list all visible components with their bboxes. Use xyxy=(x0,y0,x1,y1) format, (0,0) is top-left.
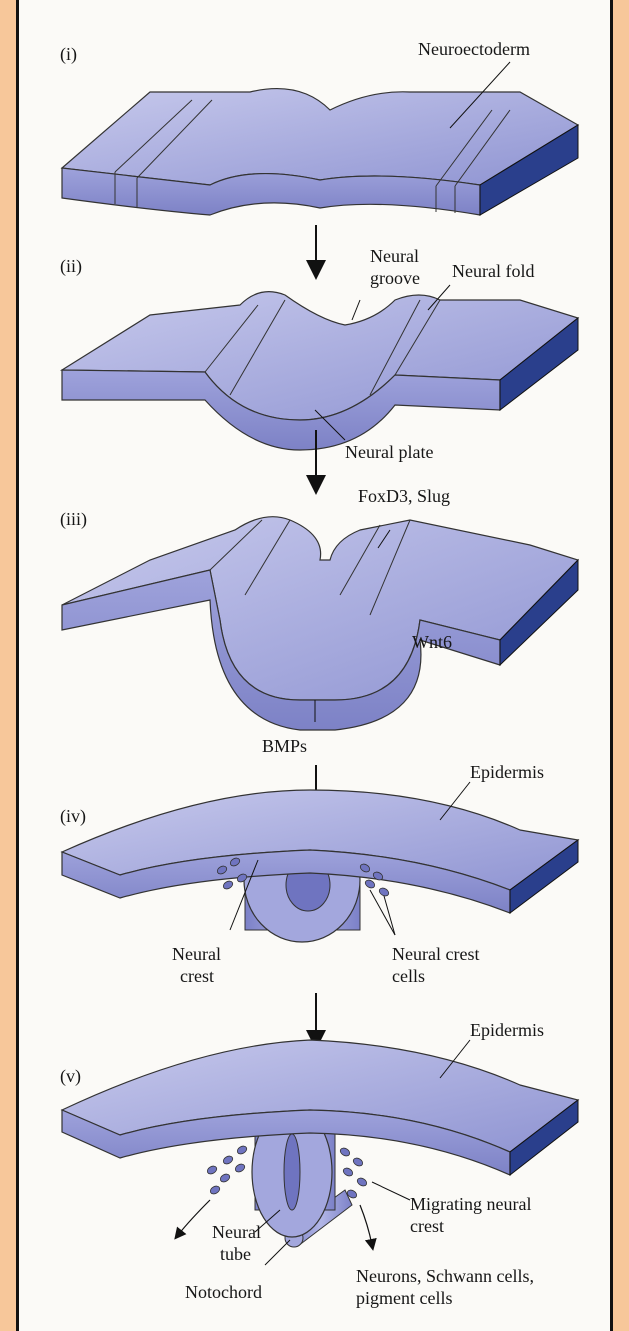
label-neural-crest-cells-2: cells xyxy=(392,966,425,986)
neuroectoderm-top xyxy=(62,89,578,185)
label-neural-fold: Neural fold xyxy=(452,261,534,281)
label-foxd3-slug: FoxD3, Slug xyxy=(358,486,450,506)
label-neural-crest-2: crest xyxy=(180,966,214,986)
stage-iv-numeral: (iv) xyxy=(60,806,86,827)
migration-arrow-down xyxy=(360,1205,372,1245)
label-migrating-neural-crest-2: crest xyxy=(410,1216,444,1236)
stage-iv: (iv) Epidermis Neural crest Neural crest… xyxy=(60,762,578,986)
label-bmps: BMPs xyxy=(262,736,307,756)
label-neural-tube-2: tube xyxy=(220,1244,251,1264)
label-notochord: Notochord xyxy=(185,1282,262,1302)
label-wnt6: Wnt6 xyxy=(412,632,452,652)
label-migrating-neural-crest-1: Migrating neural xyxy=(410,1194,531,1214)
label-derivatives-1: Neurons, Schwann cells, xyxy=(356,1266,534,1286)
label-neural-groove-1: Neural xyxy=(370,246,419,266)
migration-arrow-left xyxy=(178,1200,210,1235)
stage-iii-numeral: (iii) xyxy=(60,509,87,530)
label-neural-groove-2: groove xyxy=(370,268,420,288)
label-neural-plate: Neural plate xyxy=(345,442,433,462)
stage-ii: (ii) Neural groove Neural fold Neural pl… xyxy=(60,246,578,462)
label-derivatives-2: pigment cells xyxy=(356,1288,452,1308)
stage-iii: (iii) FoxD3, Slug Wnt6 BMPs xyxy=(60,486,578,756)
label-neuroectoderm: Neuroectoderm xyxy=(418,39,530,59)
stage-v-numeral: (v) xyxy=(60,1066,81,1087)
label-epidermis-iv: Epidermis xyxy=(470,762,544,782)
stage-i: (i) Neuroectoderm xyxy=(60,39,578,215)
stage-i-numeral: (i) xyxy=(60,44,77,65)
label-neural-crest-1: Neural xyxy=(172,944,221,964)
label-neural-crest-cells-1: Neural crest xyxy=(392,944,479,964)
stage-ii-numeral: (ii) xyxy=(60,256,82,277)
stage-v: (v) Epidermis Migrating neural crest Neu… xyxy=(60,1020,578,1308)
label-neural-tube-1: Neural xyxy=(212,1222,261,1242)
label-epidermis-v: Epidermis xyxy=(470,1020,544,1040)
